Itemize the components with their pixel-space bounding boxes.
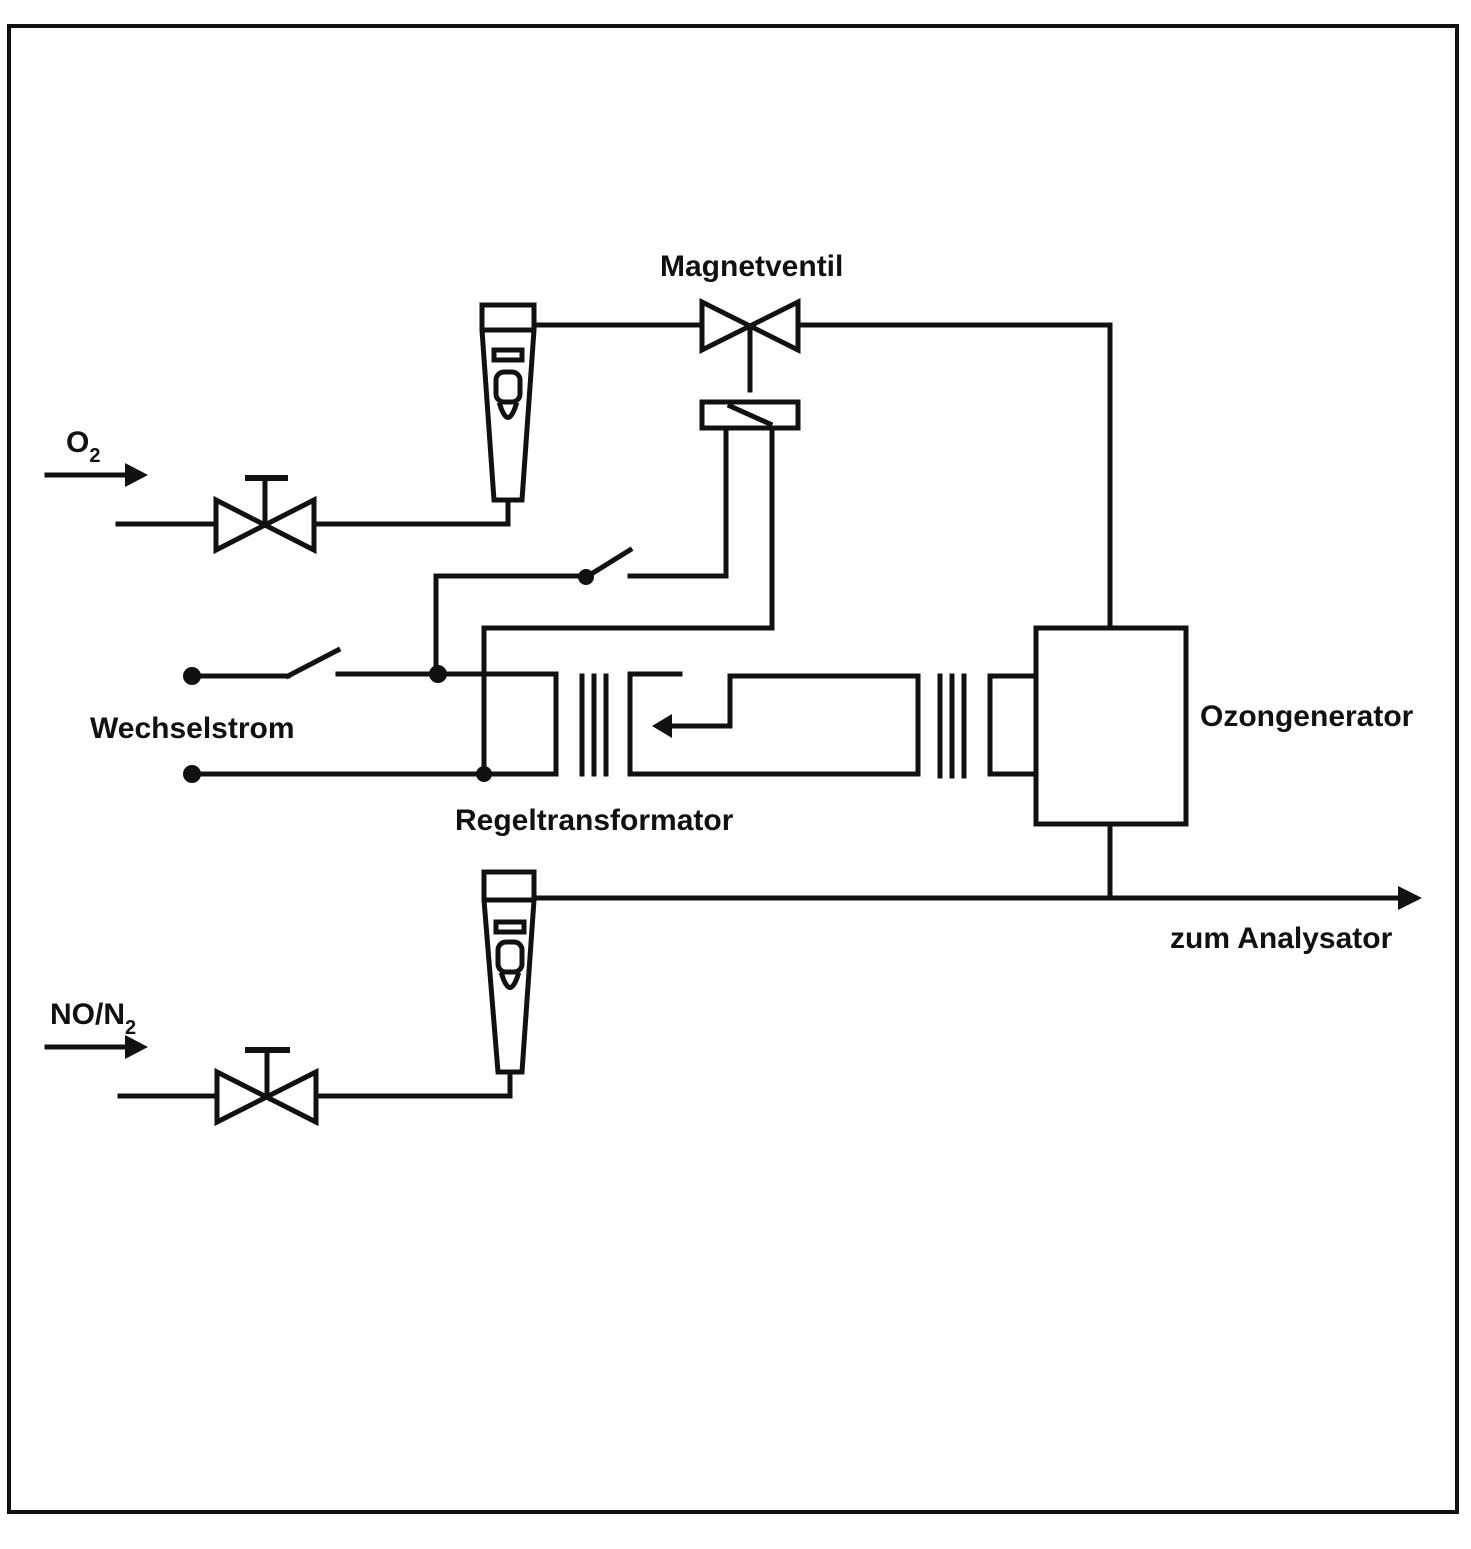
hv-transformer xyxy=(937,673,1039,779)
o2-label: O2 xyxy=(66,426,100,467)
o2-flowmeter xyxy=(479,302,537,503)
magnetventil-solenoid xyxy=(699,399,801,431)
solenoid-wire-a xyxy=(627,427,729,579)
neutral-line xyxy=(183,765,559,783)
no-n2-pipe-to-flowmeter xyxy=(315,1069,513,1099)
o2-needle-valve xyxy=(213,475,317,555)
regeltransformator-label: Regeltransformator xyxy=(455,804,734,837)
main-switch xyxy=(183,646,559,685)
wechselstrom-label: Wechselstrom xyxy=(90,712,295,745)
no-n2-label: NO/N2 xyxy=(50,998,136,1039)
switch-wire xyxy=(433,573,583,677)
solenoid-wire-b xyxy=(481,427,775,778)
ozongenerator-box xyxy=(1033,625,1189,827)
pipe-to-ozongenerator xyxy=(795,322,1113,631)
no-n2-inlet-arrow xyxy=(44,1035,148,1059)
no-n2-flowmeter xyxy=(481,869,537,1075)
magnetventil-valve xyxy=(699,297,801,393)
ozongenerator-label: Ozongenerator xyxy=(1200,700,1414,733)
diagram-frame xyxy=(7,24,1459,1514)
zum-analysator-label: zum Analysator xyxy=(1170,922,1393,955)
outlet-to-analysator xyxy=(533,886,1422,910)
regeltransformator xyxy=(553,671,921,777)
magnetventil-label: Magnetventil xyxy=(660,250,843,283)
o2-inlet-arrow xyxy=(44,463,148,487)
no-n2-needle-valve xyxy=(214,1047,319,1127)
solenoid-switch xyxy=(578,546,634,585)
o2-pipe-to-flowmeter xyxy=(313,497,511,527)
